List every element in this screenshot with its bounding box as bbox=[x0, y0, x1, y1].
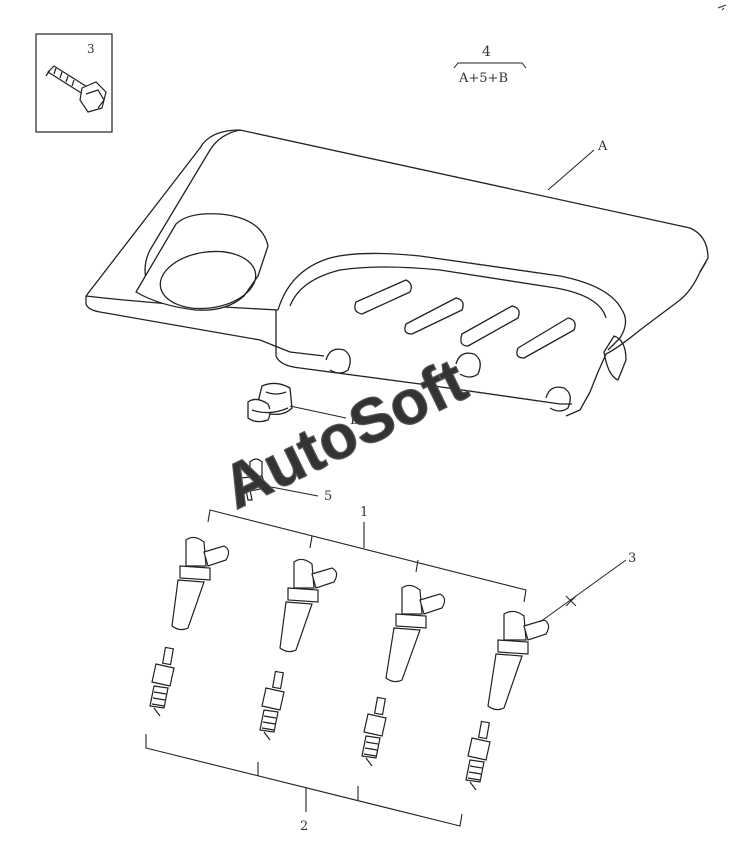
ignition-coils bbox=[171, 536, 550, 711]
corner-mark bbox=[717, 4, 727, 11]
kit-label: 4 A+5+B bbox=[453, 44, 527, 86]
bolt-inset-label: 3 bbox=[87, 42, 95, 56]
sensor bbox=[239, 458, 267, 501]
bolt-inset: 3 bbox=[35, 33, 113, 133]
cover-slots bbox=[354, 279, 576, 359]
kit-label-number: 4 bbox=[482, 44, 491, 60]
sensor-label: 5 bbox=[324, 489, 332, 504]
spark-plug bbox=[361, 696, 387, 767]
ignition-coil bbox=[279, 558, 338, 653]
ignition-coil bbox=[487, 610, 550, 711]
spark-plug bbox=[149, 646, 175, 717]
oil-cap-recess bbox=[135, 213, 269, 311]
kit-label-components: A+5+B bbox=[458, 71, 508, 86]
cap-label: B bbox=[350, 413, 360, 428]
bolt-icon bbox=[45, 65, 107, 113]
engine-cover bbox=[85, 129, 709, 417]
coil-bracket bbox=[207, 509, 527, 603]
ignition-coil bbox=[171, 536, 230, 631]
ignition-coil bbox=[385, 584, 446, 683]
spark-plug bbox=[259, 670, 285, 741]
cover-label: A bbox=[597, 139, 608, 154]
spark-plugs bbox=[149, 646, 491, 791]
plug-bracket bbox=[145, 734, 463, 827]
coils-label: 1 bbox=[360, 505, 368, 520]
spark-plug bbox=[465, 720, 491, 791]
cover-cap bbox=[247, 382, 293, 423]
plugs-label: 2 bbox=[300, 819, 308, 834]
coil-bolt-label: 3 bbox=[628, 551, 636, 566]
